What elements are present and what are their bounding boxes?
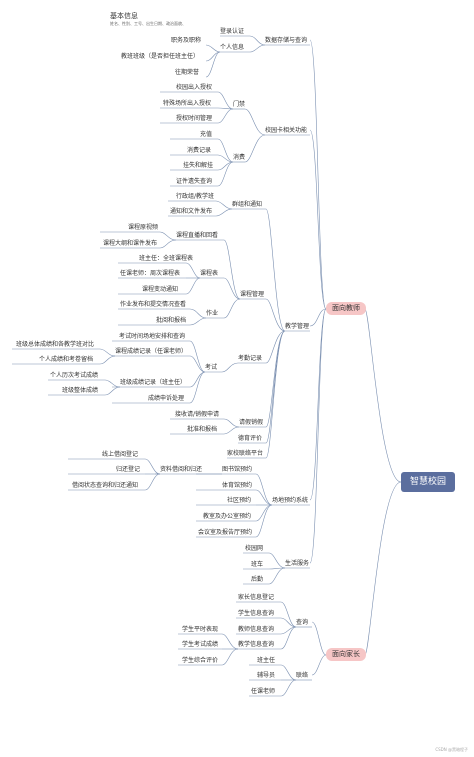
node-course-live-1[interactable]: 课程原视频 [128,224,159,231]
node-venue-3[interactable]: 社区预约 [227,497,252,504]
node-consume[interactable]: 消费 [233,154,246,161]
node-gate-1[interactable]: 校园出入授权 [176,84,213,91]
node-leave[interactable]: 请假销假 [239,419,264,426]
node-borrow-2[interactable]: 归还登记 [116,466,141,473]
node-gate-2[interactable]: 特殊场所出入授权 [163,100,212,107]
node-notice[interactable]: 群组和通知 [232,201,263,208]
node-exam[interactable]: 考试 [205,364,218,371]
node-eval[interactable]: 德育评价 [238,435,263,442]
node-exam-4[interactable]: 成绩申诉处理 [148,395,185,402]
node-exam-1[interactable]: 考试时间场地安排和查询 [119,333,186,340]
node-schedule-2[interactable]: 任课老师：周次课程表 [120,270,181,277]
node-venue-5[interactable]: 会议室及报告厅预约 [198,529,253,536]
node-homework[interactable]: 作业 [206,310,219,317]
node-login[interactable]: 登录认证 [220,28,245,35]
node-contact[interactable]: 联络 [296,672,309,679]
node-borrow-3[interactable]: 借阅状态查询和归还通知 [72,482,139,489]
node-data-store[interactable]: 数据存储与查询 [265,37,308,44]
node-schedule-1[interactable]: 班主任：全班课程表 [139,255,194,262]
node-contact-3[interactable]: 任课老师 [251,688,276,695]
node-query-3[interactable]: 教师信息查询 [238,626,275,633]
root-node[interactable]: 智慧校园 [401,472,456,492]
node-exam-3[interactable]: 班级成绩记录（班主任） [120,379,187,386]
node-query-4[interactable]: 教学信息查询 [238,641,275,648]
node-contact-2[interactable]: 辅导员 [257,672,276,679]
node-course-live[interactable]: 课程直播和回看 [176,232,219,239]
node-life[interactable]: 生活服务 [285,560,310,567]
header-title: 基本信息 [110,12,138,20]
node-personal-3[interactable]: 往期荣誉 [175,69,200,76]
branch-teacher[interactable]: 面向教师 [326,302,366,315]
node-query[interactable]: 查询 [296,619,309,626]
branch-parent[interactable]: 面向家长 [326,648,366,661]
node-venue-4[interactable]: 教室及办公室预约 [203,513,252,520]
node-exam-2[interactable]: 课程成绩记录（任课老师） [115,348,188,355]
node-homework-2[interactable]: 批阅和报档 [156,317,187,324]
node-course-grade-2[interactable]: 个人成绩和考卷留档 [39,356,94,363]
node-consume-1[interactable]: 充值 [200,131,213,138]
node-venue-1[interactable]: 图书馆预约 [222,466,253,473]
node-student-3[interactable]: 学生综合评价 [182,657,219,664]
node-course-live-2[interactable]: 课程大纲和课件发布 [103,240,158,247]
node-card[interactable]: 校园卡相关功能 [265,127,308,134]
node-life-3[interactable]: 后勤 [251,576,264,583]
node-personal-2[interactable]: 教班班级（是否担任班主任） [121,53,200,60]
node-query-1[interactable]: 家长信息登记 [238,594,275,601]
node-consume-4[interactable]: 证件遗失查询 [176,178,213,185]
node-student-2[interactable]: 学生考试成绩 [182,641,219,648]
node-venue[interactable]: 场地预约系统 [272,497,309,504]
node-borrow[interactable]: 资料借阅和归还 [160,466,203,473]
node-leave-1[interactable]: 接收请/销假申请 [175,411,220,418]
node-schedule[interactable]: 课程表 [200,270,219,277]
node-class-grade-2[interactable]: 班级整体成绩 [62,387,99,394]
watermark: CSDN @黑暗程子 [435,747,468,752]
node-consume-3[interactable]: 挂失和解挂 [183,162,214,169]
node-life-2[interactable]: 班车 [251,561,264,568]
node-query-2[interactable]: 学生信息查询 [238,610,275,617]
node-gate[interactable]: 门禁 [233,101,246,108]
node-notice-2[interactable]: 通知和文件发布 [170,208,213,215]
node-personal[interactable]: 个人信息 [220,44,245,51]
node-venue-2[interactable]: 体育馆预约 [222,482,253,489]
node-course-mgmt[interactable]: 课程管理 [240,291,265,298]
node-teaching[interactable]: 教学管理 [285,323,310,330]
node-borrow-1[interactable]: 线上借阅登记 [102,451,139,458]
node-student-1[interactable]: 学生平时表现 [182,626,219,633]
node-class-grade-1[interactable]: 个人历次考试成绩 [50,372,99,379]
node-leave-2[interactable]: 批准和报档 [187,426,218,433]
node-notice-1[interactable]: 行政组/教学班 [176,193,215,200]
node-home-school[interactable]: 家校联络平台 [227,450,264,457]
node-records[interactable]: 考勤记录 [238,355,263,362]
header-subtitle: 姓名、性别、工号、出生日期、政治面貌、 [110,21,186,26]
node-contact-1[interactable]: 班主任 [257,657,276,664]
node-consume-2[interactable]: 消费记录 [187,147,212,154]
node-course-grade-1[interactable]: 班级总体成绩和各教学班对比 [16,341,95,348]
node-life-1[interactable]: 校园网 [245,545,264,552]
node-schedule-3[interactable]: 课程变动通知 [142,286,179,293]
node-homework-1[interactable]: 作业发布和提交情况查看 [120,301,187,308]
node-personal-1[interactable]: 职务及职称 [171,37,202,44]
node-gate-3[interactable]: 授权时间管理 [176,115,213,122]
